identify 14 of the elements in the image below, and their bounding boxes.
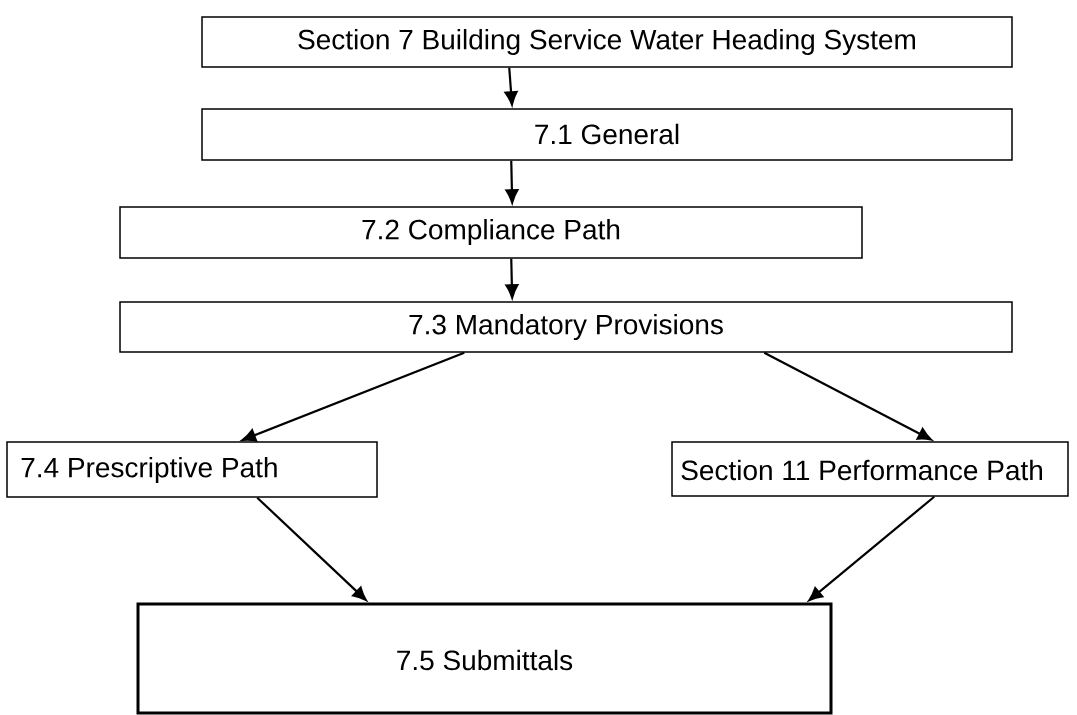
arrow	[504, 67, 518, 106]
process-box: 7.4 Prescriptive Path	[6, 441, 378, 498]
process-box: 7.5 Submittals	[136, 602, 833, 715]
process-box: 7.1 General	[201, 108, 1013, 161]
arrow	[505, 160, 519, 204]
process-box: Section 7 Building Service Water Heading System	[201, 16, 1013, 68]
arrow	[808, 495, 935, 602]
process-box: 7.3 Mandatory Provisions	[119, 301, 1013, 353]
process-box: 7.2 Compliance Path	[119, 206, 863, 259]
arrow	[763, 351, 932, 441]
arrow	[241, 351, 465, 442]
arrow	[505, 258, 519, 299]
arrow	[256, 496, 367, 601]
process-box: Section 11 Performance Path	[671, 441, 1069, 497]
